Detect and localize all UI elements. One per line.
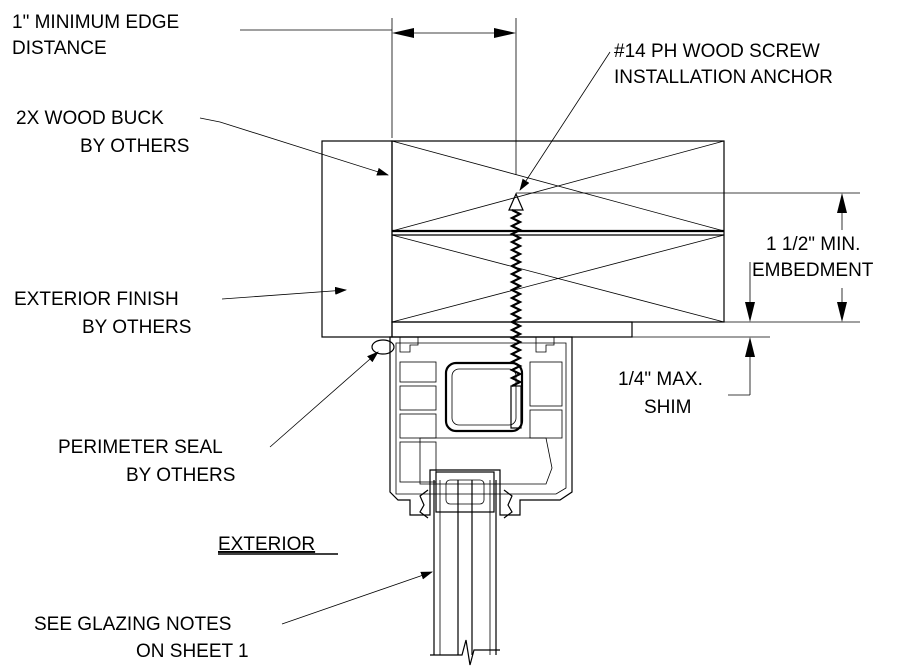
edge-distance-dimension — [240, 18, 517, 175]
embedment-label-line1: 1 1/2" MIN. — [766, 234, 860, 255]
screw-label-line1: #14 PH WOOD SCREW — [614, 41, 820, 62]
glazing-label-line1: SEE GLAZING NOTES — [34, 614, 231, 635]
exterior-finish — [321, 140, 393, 338]
vinyl-frame-profile — [389, 336, 573, 519]
wood-screw — [508, 192, 524, 429]
shim-dimension — [632, 262, 770, 396]
exterior-label: EXTERIOR — [218, 534, 315, 555]
leaders — [199, 51, 611, 625]
embedment-dimension — [516, 192, 860, 323]
perimeter-seal-label-line2: BY OTHERS — [126, 465, 235, 486]
edge-distance-label-line2: DISTANCE — [12, 38, 107, 59]
embedment-label-line2: EMBEDMENT — [752, 260, 874, 281]
perimeter-seal-label-line1: PERIMETER SEAL — [58, 437, 223, 458]
wood-buck-label-line1: 2X WOOD BUCK — [16, 108, 164, 129]
shim-label-line2: SHIM — [644, 397, 692, 418]
wood-buck — [391, 140, 725, 323]
perimeter-seal — [371, 339, 395, 355]
glazing-label-line2: ON SHEET 1 — [136, 641, 249, 662]
glazing-unit — [430, 480, 500, 666]
wood-buck-label-line2: BY OTHERS — [80, 136, 189, 157]
shim-label-line1: 1/4" MAX. — [618, 369, 703, 390]
screw-label-line2: INSTALLATION ANCHOR — [614, 67, 833, 88]
exterior-finish-label-line2: BY OTHERS — [82, 317, 191, 338]
edge-distance-label-line1: 1" MINIMUM EDGE — [12, 12, 179, 33]
exterior-finish-label-line1: EXTERIOR FINISH — [14, 289, 179, 310]
